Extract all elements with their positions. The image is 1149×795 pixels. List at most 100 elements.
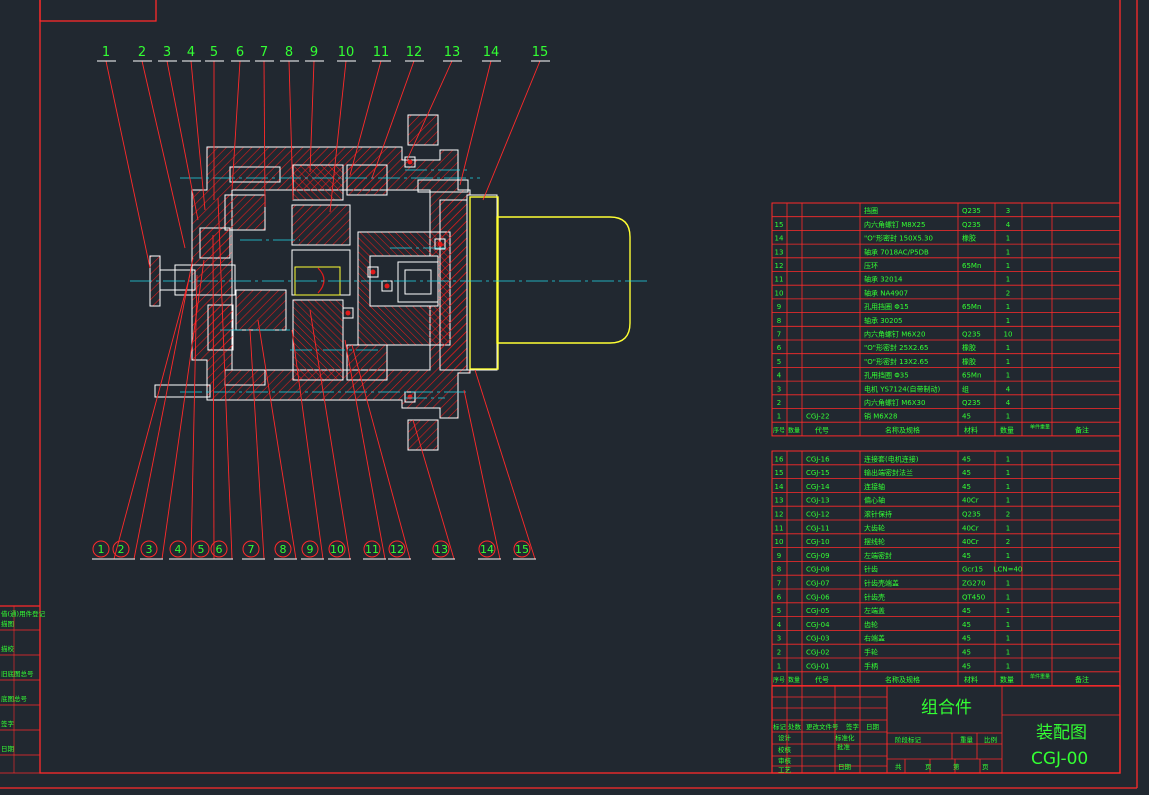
bom-name: 轴承 7018AC/P5DB bbox=[864, 247, 929, 256]
bom-name: 输出端密封法兰 bbox=[864, 468, 913, 477]
seal-core bbox=[437, 241, 443, 247]
leader-line bbox=[263, 60, 266, 208]
bom-header: 单件重量 bbox=[1030, 423, 1050, 430]
seal-core bbox=[370, 269, 376, 275]
leader-line bbox=[212, 234, 215, 560]
bom-qty: 1 bbox=[1006, 372, 1010, 380]
output-flange bbox=[439, 199, 471, 371]
bom-name: 右端盖 bbox=[864, 634, 885, 643]
bom-code: CGJ-22 bbox=[806, 413, 830, 421]
bom-name: 轴承 32014 bbox=[864, 275, 903, 284]
seal-ring bbox=[367, 266, 379, 278]
bom-material: QT450 bbox=[962, 593, 985, 601]
bom-qty: 1 bbox=[1006, 344, 1010, 352]
callout-balloon bbox=[301, 540, 319, 558]
bom-no: 15 bbox=[775, 221, 784, 229]
title-row-label: 标记 bbox=[773, 722, 787, 731]
bolt-lower bbox=[154, 384, 211, 398]
bom-code: CGJ-10 bbox=[806, 538, 830, 546]
bolt-upper bbox=[417, 179, 469, 193]
bom-qty: 1 bbox=[1006, 621, 1010, 629]
bottom-ear bbox=[407, 419, 439, 451]
bom-qty: 1 bbox=[1006, 607, 1010, 615]
bom-no: 6 bbox=[777, 344, 782, 352]
bom-name: 压环 bbox=[864, 262, 878, 270]
bom-qty: 1 bbox=[1006, 455, 1010, 463]
bom-code: CGJ-15 bbox=[806, 469, 830, 477]
bom-no: 15 bbox=[775, 469, 784, 477]
bom-header: 数量 bbox=[788, 426, 800, 434]
bom-name: "O"形密封 13X2.65 bbox=[864, 357, 928, 366]
bom-material: 40Cr bbox=[962, 538, 979, 546]
bom-name: 挡圈 bbox=[864, 206, 878, 215]
bom-no: 13 bbox=[775, 497, 784, 505]
bom-code: CGJ-13 bbox=[806, 497, 830, 505]
bom-code: CGJ-11 bbox=[806, 524, 830, 532]
bom-name: "O"形密封 25X2.65 bbox=[864, 343, 928, 352]
gear-upper bbox=[292, 164, 344, 201]
title-row-label: 签字 bbox=[846, 722, 860, 731]
callout-label-bottom: 12 bbox=[390, 543, 404, 556]
bom-qty: 4 bbox=[1006, 385, 1011, 393]
callout-balloon bbox=[192, 540, 210, 558]
bom-name: 偏心轴 bbox=[864, 496, 885, 505]
bom-qty: 1 bbox=[1006, 276, 1010, 284]
bom-material: 45 bbox=[962, 662, 971, 670]
bom-header: 序号 bbox=[773, 426, 785, 434]
leader-line bbox=[474, 369, 536, 560]
callout-label-bottom: 7 bbox=[248, 543, 255, 556]
callout-label-bottom: 14 bbox=[480, 543, 494, 556]
leader-line bbox=[190, 60, 206, 211]
seal-ring bbox=[404, 156, 416, 168]
bom-qty: 2 bbox=[1006, 289, 1010, 297]
bom-qty: 2 bbox=[1006, 511, 1010, 519]
input-shaft bbox=[174, 264, 236, 296]
bom-qty: 1 bbox=[1006, 649, 1010, 657]
bom-code: CGJ-12 bbox=[806, 511, 830, 519]
leader-line bbox=[309, 309, 351, 560]
bom-material: 45 bbox=[962, 621, 971, 629]
callout-label-bottom: 13 bbox=[434, 543, 448, 556]
bom-header: 数量 bbox=[1000, 425, 1014, 434]
bom-code: CGJ-05 bbox=[806, 607, 830, 615]
bom-name: 大齿轮 bbox=[864, 523, 885, 532]
leader-line bbox=[257, 319, 297, 560]
callout-label-top: 1 bbox=[102, 45, 110, 60]
callout-balloon bbox=[432, 540, 450, 558]
leader-line bbox=[288, 60, 294, 201]
bom-no: 14 bbox=[775, 235, 784, 243]
leader-line bbox=[113, 274, 191, 560]
callout-balloon bbox=[169, 540, 187, 558]
end-cap bbox=[199, 227, 231, 259]
callout-label-top: 10 bbox=[338, 45, 355, 60]
title-row-label: 更改文件号 bbox=[806, 722, 839, 731]
leader-line bbox=[412, 419, 455, 560]
bom-no: 9 bbox=[777, 303, 781, 311]
bom-no: 5 bbox=[777, 358, 781, 366]
bom-code: CGJ-07 bbox=[806, 580, 830, 588]
bom-no: 3 bbox=[777, 385, 781, 393]
bom-no: 11 bbox=[775, 524, 784, 532]
bom-border bbox=[771, 202, 1121, 437]
bom-qty: 1 bbox=[1006, 593, 1010, 601]
callout-balloon bbox=[388, 540, 406, 558]
strip-label: 描校 bbox=[1, 644, 15, 653]
bom-material: 橡胶 bbox=[962, 357, 976, 366]
leader-line bbox=[463, 389, 501, 560]
callout-balloon bbox=[478, 540, 496, 558]
bom-name: 内六角螺钉 M8X25 bbox=[864, 220, 925, 229]
motor-outline bbox=[496, 216, 631, 344]
bom-no: 7 bbox=[777, 580, 781, 588]
bom-name: "O"形密封 150X5.30 bbox=[864, 234, 933, 243]
callout-label-top: 11 bbox=[373, 45, 390, 60]
bom-code: CGJ-14 bbox=[806, 483, 830, 491]
leader-line bbox=[231, 60, 241, 191]
callout-label-bottom: 8 bbox=[280, 543, 287, 556]
title-date-label: 日期 bbox=[838, 763, 852, 771]
bom-no: 9 bbox=[777, 552, 781, 560]
title-row-label: 处数 bbox=[788, 722, 802, 731]
bom-material: 橡胶 bbox=[962, 234, 976, 243]
leader-line bbox=[190, 274, 198, 560]
bom-material: Q235 bbox=[962, 221, 981, 229]
